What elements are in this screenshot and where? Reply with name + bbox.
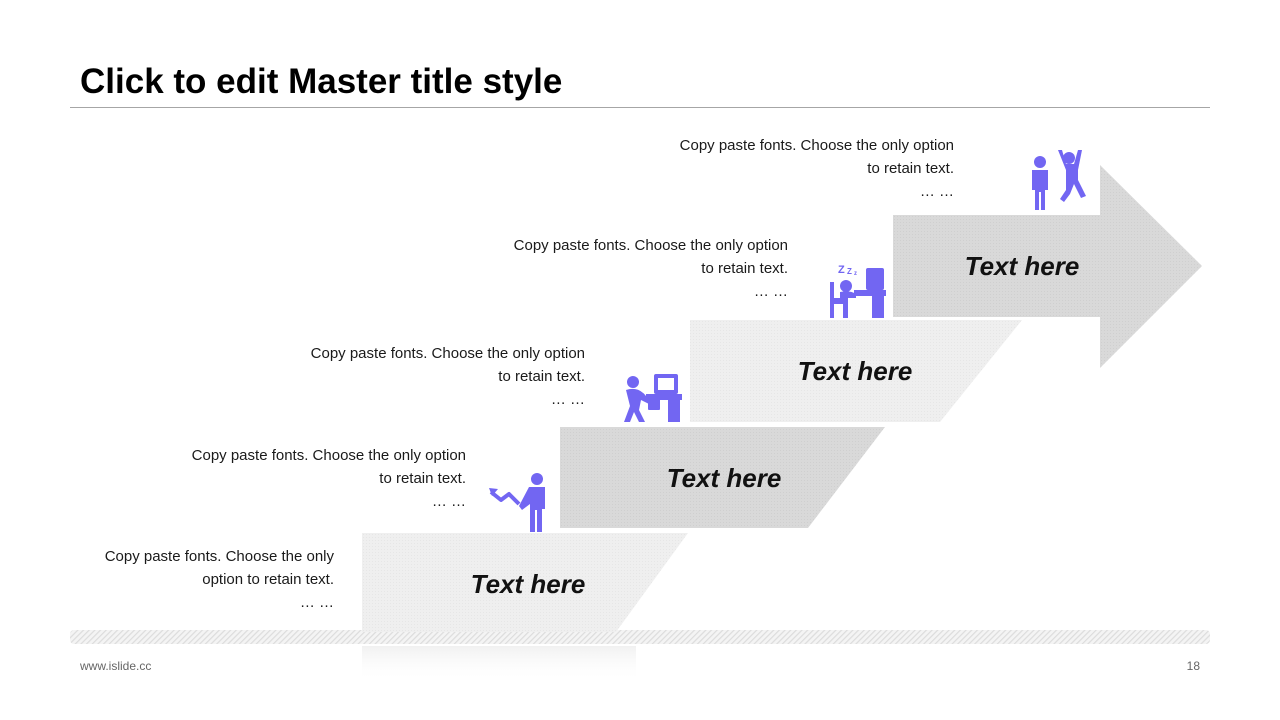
svg-text:Z: Z bbox=[847, 267, 852, 276]
step-5-description: Copy paste fonts. Choose the only option… bbox=[679, 137, 954, 200]
page-number: 18 bbox=[1186, 659, 1200, 673]
step-reflection bbox=[362, 646, 636, 682]
title-divider bbox=[70, 107, 1210, 108]
step-3-shape bbox=[560, 427, 885, 528]
svg-text:z: z bbox=[854, 271, 857, 277]
presenter-pointing-chart-icon bbox=[489, 473, 545, 532]
step-1-label: Text here bbox=[470, 569, 586, 599]
step-4-shape bbox=[690, 320, 1022, 422]
step-2-label: Text here bbox=[666, 463, 782, 493]
step-3-label: Text here bbox=[797, 356, 913, 386]
step-3-description: Copy paste fonts. Choose the only option… bbox=[310, 345, 585, 408]
step-4-description: Copy paste fonts. Choose the only option… bbox=[513, 237, 788, 300]
sleeping-at-desk-icon: Z Z z bbox=[830, 264, 886, 318]
worker-at-computer-icon bbox=[624, 374, 682, 422]
slide-title: Click to edit Master title style bbox=[80, 62, 563, 101]
step-5-arrow bbox=[893, 165, 1202, 368]
floor-strip bbox=[70, 630, 1210, 644]
step-1-description: Copy paste fonts. Choose the only option… bbox=[104, 548, 334, 611]
svg-text:Z: Z bbox=[838, 264, 845, 276]
celebrating-people-icon bbox=[1032, 150, 1086, 210]
step-4-label: Text here bbox=[964, 251, 1080, 281]
step-2-description: Copy paste fonts. Choose the only option… bbox=[191, 447, 466, 510]
footer-url: www.islide.cc bbox=[80, 659, 152, 673]
step-1-shape bbox=[362, 533, 688, 632]
